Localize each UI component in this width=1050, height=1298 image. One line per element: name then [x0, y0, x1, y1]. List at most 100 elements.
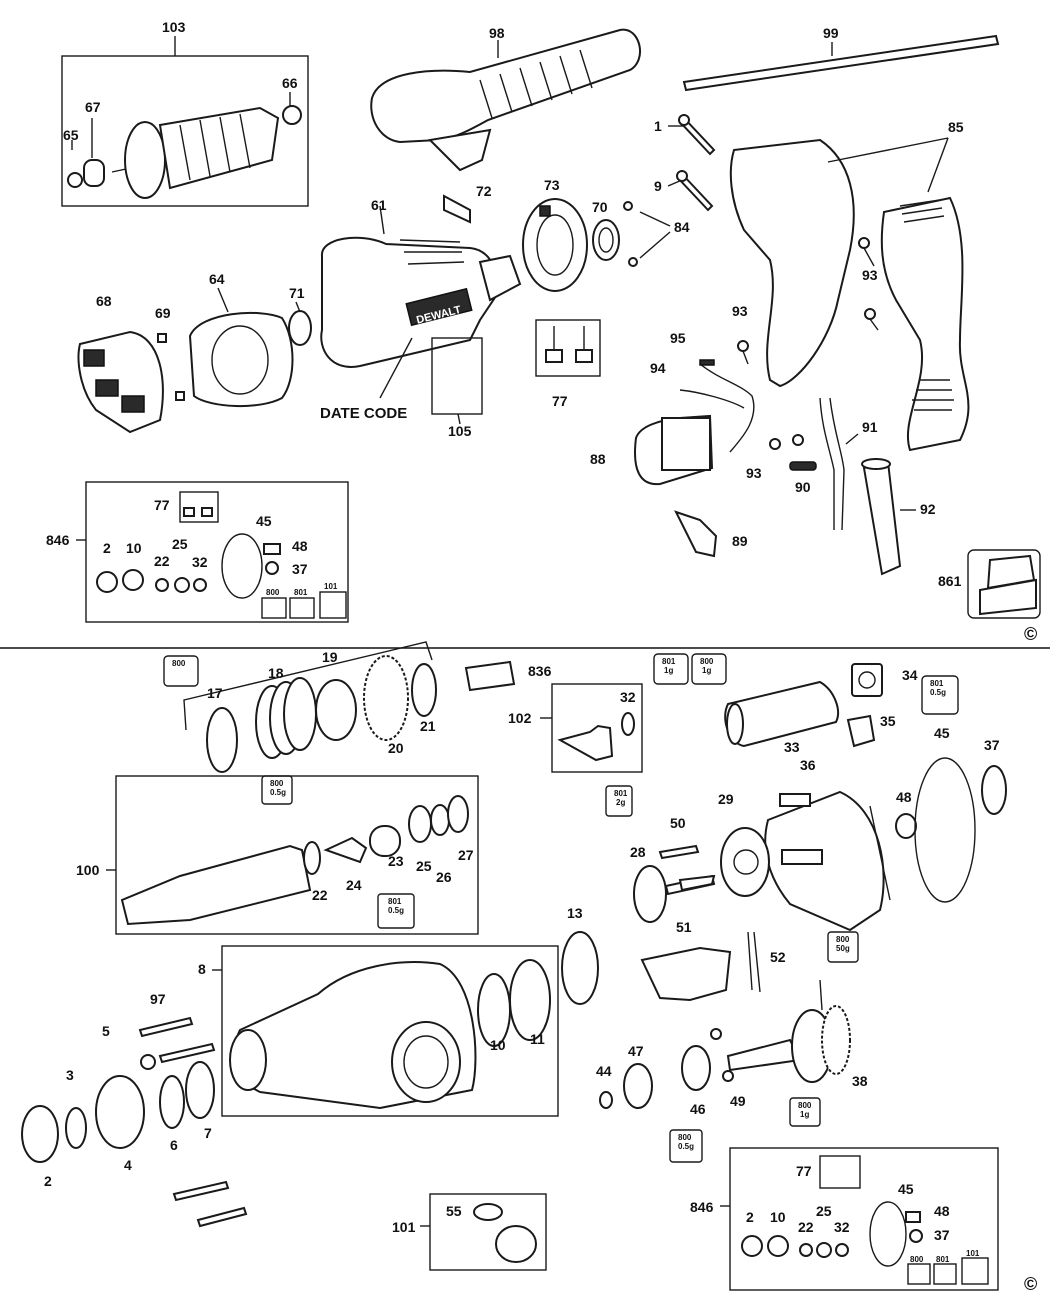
label-11: 11	[530, 1031, 545, 1047]
label-37-top: 37	[292, 561, 308, 577]
label-25-top: 25	[172, 536, 188, 552]
label-61: 61	[371, 197, 387, 213]
switch-88	[634, 414, 714, 486]
clutch-assembly-17-21	[183, 641, 437, 773]
label-22-top: 22	[154, 553, 170, 569]
label-91: 91	[862, 419, 878, 435]
label-88: 88	[590, 451, 606, 467]
armature-kit-103	[61, 36, 309, 207]
label-37-b: 37	[984, 737, 1000, 753]
dust-cap-kit-101	[420, 1193, 547, 1271]
tag-800-g: 800	[678, 1133, 692, 1142]
spindle-kit-102	[540, 683, 643, 817]
label-65: 65	[63, 127, 79, 143]
brush-kit-77-top	[535, 319, 601, 377]
label-32-c: 32	[834, 1219, 850, 1235]
label-77-b: 77	[796, 1163, 812, 1179]
pin-35	[846, 714, 876, 748]
copyright-mark-bottom: ©	[1024, 1274, 1037, 1294]
label-2-c: 2	[746, 1209, 754, 1225]
label-46: 46	[690, 1101, 706, 1117]
label-32-b: 32	[620, 689, 636, 705]
tag-800-h: 800	[266, 588, 280, 597]
label-28: 28	[630, 844, 646, 860]
tag-05g-d: 0.5g	[388, 906, 404, 915]
label-3: 3	[66, 1067, 74, 1083]
label-34: 34	[902, 667, 918, 683]
label-90: 90	[795, 479, 811, 495]
chuck-parts-2-7	[21, 1016, 248, 1228]
screw-93-d	[769, 434, 804, 450]
carry-case-861	[967, 549, 1041, 619]
housing-85	[729, 137, 970, 452]
wires-94-95	[679, 359, 755, 453]
cable-clamp-90	[789, 461, 817, 471]
label-45-top: 45	[256, 513, 272, 529]
label-71: 71	[289, 285, 305, 301]
label-95: 95	[670, 330, 686, 346]
pin-69	[157, 333, 185, 401]
label-27: 27	[458, 847, 474, 863]
label-68: 68	[96, 293, 112, 309]
tag-800-f: 800	[798, 1101, 812, 1110]
label-9: 9	[654, 178, 662, 194]
tag-800-i: 800	[910, 1255, 924, 1264]
grease-tag-texts: 800 801 1g 800 1g 801 0.5g 800 0.5g 801 …	[172, 582, 980, 1264]
label-22-c: 22	[798, 1219, 814, 1235]
label-45-c: 45	[898, 1181, 914, 1197]
tool-holder-kit-100	[106, 775, 479, 935]
label-55: 55	[446, 1203, 462, 1219]
label-7: 7	[204, 1125, 212, 1141]
bolts-50	[658, 844, 716, 896]
label-105: 105	[448, 423, 472, 439]
label-846-top: 846	[46, 532, 70, 548]
tag-05g-b: 0.5g	[930, 688, 946, 697]
label-24: 24	[346, 877, 362, 893]
tag-801-d: 801	[388, 897, 402, 906]
label-17: 17	[207, 685, 223, 701]
label-10-top: 10	[126, 540, 142, 556]
label-846-b: 846	[690, 1199, 714, 1215]
label-97: 97	[150, 991, 166, 1007]
depth-rod-99	[682, 34, 1000, 92]
label-67: 67	[85, 99, 101, 115]
brush-holder-73	[522, 198, 588, 292]
grease-tag-800-d	[669, 1129, 703, 1163]
bearing-71	[288, 301, 312, 346]
label-84: 84	[674, 219, 690, 235]
tag-101-h: 101	[324, 582, 338, 591]
cable-91	[819, 397, 859, 531]
screw-93-c	[737, 340, 749, 365]
grease-tags-801-800	[653, 653, 959, 715]
screw-93-b	[864, 308, 879, 331]
tag-1g-f: 1g	[800, 1110, 809, 1119]
label-37-c: 37	[934, 1227, 950, 1243]
label-45-b: 45	[934, 725, 950, 741]
label-35: 35	[880, 713, 896, 729]
field-coil-64	[188, 287, 294, 407]
tag-800-e: 800	[836, 935, 850, 944]
intermediate-shaft-38	[726, 979, 851, 1127]
label-77-kit: 77	[154, 497, 170, 513]
tag-801-c: 801	[614, 789, 628, 798]
part-labels: 103 98 99 66 67 65 1 85 9 72 73 61 70 84…	[44, 19, 1000, 1243]
label-23: 23	[388, 853, 404, 869]
gear-47	[623, 1063, 653, 1109]
label-98: 98	[489, 25, 505, 41]
gear-housing-36	[764, 757, 1007, 963]
tag-2g-c: 2g	[616, 798, 625, 807]
label-26: 26	[436, 869, 452, 885]
label-100: 100	[76, 862, 100, 878]
screws-49	[710, 1028, 734, 1082]
label-93-a: 93	[862, 267, 878, 283]
label-36: 36	[800, 757, 816, 773]
screw-93-a	[858, 237, 875, 267]
label-94: 94	[650, 360, 666, 376]
strain-relief-92	[861, 458, 916, 576]
label-20: 20	[388, 740, 404, 756]
label-89: 89	[732, 533, 748, 549]
label-47: 47	[628, 1043, 644, 1059]
tag-801-a: 801	[662, 657, 676, 666]
label-29: 29	[718, 791, 734, 807]
